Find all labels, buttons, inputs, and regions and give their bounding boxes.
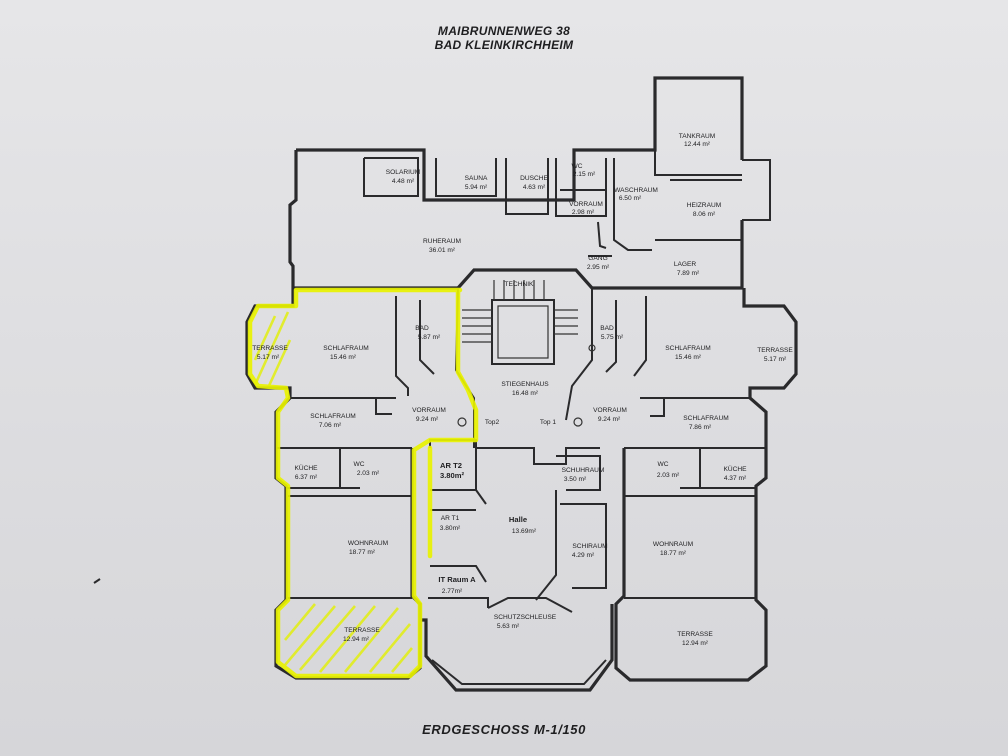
label-dusche: DUSCHE — [520, 175, 548, 182]
area-it-raum: 2.77m² — [442, 588, 463, 595]
label-terrasse-left: TERRASSE — [252, 345, 288, 352]
label-halle: Halle — [509, 515, 527, 524]
area-schlafraum-l1: 15.46 m² — [330, 354, 357, 361]
area-vorraum-right: 9.24 m² — [598, 416, 621, 423]
label-kueche-left: KÜCHE — [294, 464, 318, 472]
label-it-raum: IT Raum A — [438, 575, 476, 584]
label-wohnraum-left: WOHNRAUM — [348, 540, 388, 547]
area-ruheraum: 36.01 m² — [429, 247, 456, 254]
area-schiraum: 4.29 m² — [572, 552, 595, 559]
area-gang: 2.95 m² — [587, 264, 610, 271]
label-wc-right: WC — [658, 461, 669, 468]
area-wc-left: 2.03 m² — [357, 470, 380, 477]
room-labels: SOLARIUM 4.48 m² SAUNA 5.94 m² DUSCHE 4.… — [252, 133, 793, 647]
area-sauna: 5.94 m² — [465, 184, 488, 191]
outer-walls — [245, 76, 798, 692]
area-schlafraum-r2: 7.86 m² — [689, 424, 712, 431]
label-lager: LAGER — [674, 261, 697, 268]
label-schlafraum-r1: SCHLAFRAUM — [665, 345, 710, 352]
label-schiraum: SCHIRAUM — [572, 543, 607, 550]
label-gang: GANG — [588, 255, 607, 262]
label-bad-right: BAD — [600, 325, 614, 332]
area-wc-right: 2.03 m² — [657, 472, 680, 479]
area-wohnraum-left: 18.77 m² — [349, 549, 376, 556]
area-waschraum: 6.50 m² — [619, 195, 642, 202]
marker-top1: Top 1 — [540, 419, 556, 426]
area-terrasse-right: 5.17 m² — [764, 356, 787, 363]
area-halle: 13.69m² — [512, 528, 537, 535]
label-tankraum: TANKRAUM — [679, 133, 716, 140]
label-vorraum-top: VORRAUM — [569, 201, 603, 208]
label-ruheraum: RUHERAUM — [423, 238, 461, 245]
area-dusche: 4.63 m² — [523, 184, 546, 191]
label-wc-left: WC — [354, 461, 365, 468]
terrace-hatch-left — [253, 311, 292, 389]
area-wc-top: 2.15 m² — [573, 171, 596, 178]
area-kueche-right: 4.37 m² — [724, 475, 747, 482]
label-heizraum: HEIZRAUM — [687, 202, 721, 209]
area-schutzschleuse: 5.63 m² — [497, 623, 520, 630]
label-vorraum-right: VORRAUM — [593, 407, 627, 414]
label-terrasse-right: TERRASSE — [757, 347, 793, 354]
pen-mark — [93, 578, 101, 584]
label-schuhraum: SCHUHRAUM — [562, 467, 605, 474]
area-vorraum-top: 2.98 m² — [572, 209, 595, 216]
label-technik: TECHNIK — [505, 281, 535, 288]
top2-highlight-outline — [247, 287, 479, 679]
label-schlafraum-r2: SCHLAFRAUM — [683, 415, 728, 422]
area-bad-right: 5.75 m² — [601, 334, 624, 341]
area-schlafraum-l2: 7.06 m² — [319, 422, 342, 429]
area-schlafraum-r1: 15.46 m² — [675, 354, 702, 361]
area-vorraum-left: 9.24 m² — [416, 416, 439, 423]
terrace-hatch-bottom-left — [284, 603, 413, 673]
label-wc-top: WC — [572, 163, 583, 170]
door-marks — [457, 344, 596, 427]
label-schlafraum-l2: SCHLAFRAUM — [310, 413, 355, 420]
area-terrasse-bottom-left: 12.94 m² — [343, 636, 370, 643]
area-ar-t1: 3.80m² — [440, 525, 461, 532]
label-schlafraum-l1: SCHLAFRAUM — [323, 345, 368, 352]
area-schuhraum: 3.50 m² — [564, 476, 587, 483]
area-heizraum: 8.06 m² — [693, 211, 716, 218]
area-kueche-left: 6.37 m² — [295, 474, 318, 481]
label-kueche-right: KÜCHE — [723, 465, 747, 473]
label-solarium: SOLARIUM — [386, 169, 420, 176]
area-solarium: 4.48 m² — [392, 178, 415, 185]
label-terrasse-bottom-left: TERRASSE — [344, 627, 380, 634]
label-bad-left: BAD — [415, 325, 429, 332]
area-ar-t2: 3.80m² — [440, 471, 465, 480]
area-lager: 7.89 m² — [677, 270, 700, 277]
town-title: BAD KLEINKIRCHHEIM — [434, 38, 574, 52]
label-stiegenhaus: STIEGENHAUS — [501, 381, 549, 388]
label-ar-t1: AR T1 — [441, 515, 460, 522]
interior-walls-top — [363, 150, 742, 257]
floor-scale-caption: ERDGESCHOSS M-1/150 — [422, 722, 586, 737]
label-terrasse-bottom-right: TERRASSE — [677, 631, 713, 638]
area-terrasse-bottom-right: 12.94 m² — [682, 640, 709, 647]
marker-top2: Top2 — [485, 419, 500, 426]
area-bad-left: 5.87 m² — [418, 334, 441, 341]
label-sauna: SAUNA — [465, 175, 488, 182]
interior-walls-left — [276, 296, 435, 599]
interior-walls-right — [605, 296, 766, 599]
label-vorraum-left: VORRAUM — [412, 407, 446, 414]
label-ar-t2: AR T2 — [440, 461, 462, 470]
area-terrasse-left: 5.17 m² — [257, 354, 280, 361]
area-wohnraum-right: 18.77 m² — [660, 550, 687, 557]
label-waschraum: WASCHRAUM — [614, 187, 658, 194]
label-wohnraum-right: WOHNRAUM — [653, 541, 693, 548]
area-stiegenhaus: 16.48 m² — [512, 390, 539, 397]
area-tankraum: 12.44 m² — [684, 141, 711, 148]
label-schutzschleuse: SCHUTZSCHLEUSE — [494, 614, 557, 621]
address-title: MAIBRUNNENWEG 38 — [437, 24, 571, 38]
